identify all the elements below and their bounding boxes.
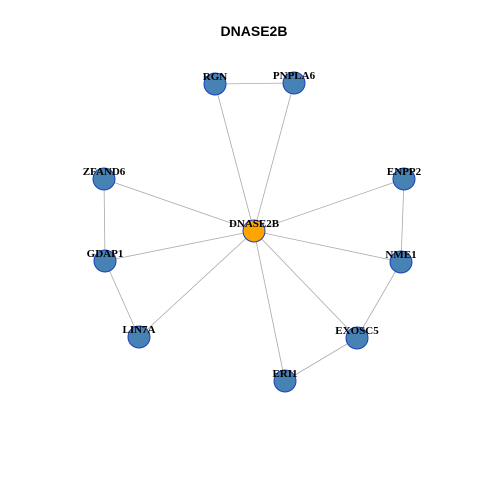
node-label-rgn: RGN	[203, 71, 228, 83]
edge-dnase2b-exosc5	[253, 230, 358, 339]
edge-dnase2b-rgn	[214, 83, 255, 232]
node-label-enpp2: ENPP2	[387, 166, 422, 178]
edge-dnase2b-lin7a	[138, 230, 255, 338]
node-enpp2	[392, 167, 416, 191]
diagram-title: DNASE2B	[221, 23, 288, 39]
node-pnpla6	[282, 71, 306, 95]
node-label-pnpla6: PNPLA6	[273, 70, 316, 82]
edge-dnase2b-pnpla6	[253, 82, 295, 232]
node-label-dnase2b: DNASE2B	[229, 218, 280, 230]
edge-zfand6-gdap1	[103, 178, 106, 262]
nodes-layer	[92, 71, 416, 393]
edge-exosc5-eri1	[284, 337, 358, 382]
node-nme1	[389, 250, 413, 274]
edge-dnase2b-gdap1	[104, 230, 255, 262]
node-label-gdap1: GDAP1	[87, 248, 124, 260]
node-label-nme1: NME1	[385, 249, 416, 261]
node-label-eri1: ERI1	[272, 368, 297, 380]
node-dnase2b	[242, 219, 266, 243]
node-label-lin7a: LIN7A	[122, 324, 155, 336]
node-lin7a	[127, 325, 151, 349]
edge-dnase2b-zfand6	[103, 178, 255, 232]
node-label-exosc5: EXOSC5	[335, 325, 379, 337]
node-label-zfand6: ZFAND6	[83, 166, 126, 178]
edge-nme1-exosc5	[356, 261, 402, 339]
edge-rgn-pnpla6	[214, 82, 295, 85]
edge-dnase2b-eri1	[253, 230, 286, 382]
edge-gdap1-lin7a	[104, 260, 140, 338]
node-gdap1	[93, 249, 117, 273]
node-rgn	[203, 72, 227, 96]
node-eri1	[273, 369, 297, 393]
edge-enpp2-nme1	[400, 178, 405, 263]
edge-dnase2b-enpp2	[253, 178, 405, 232]
node-exosc5	[345, 326, 369, 350]
edges-layer	[103, 82, 405, 382]
node-zfand6	[92, 167, 116, 191]
edge-dnase2b-nme1	[253, 230, 402, 263]
